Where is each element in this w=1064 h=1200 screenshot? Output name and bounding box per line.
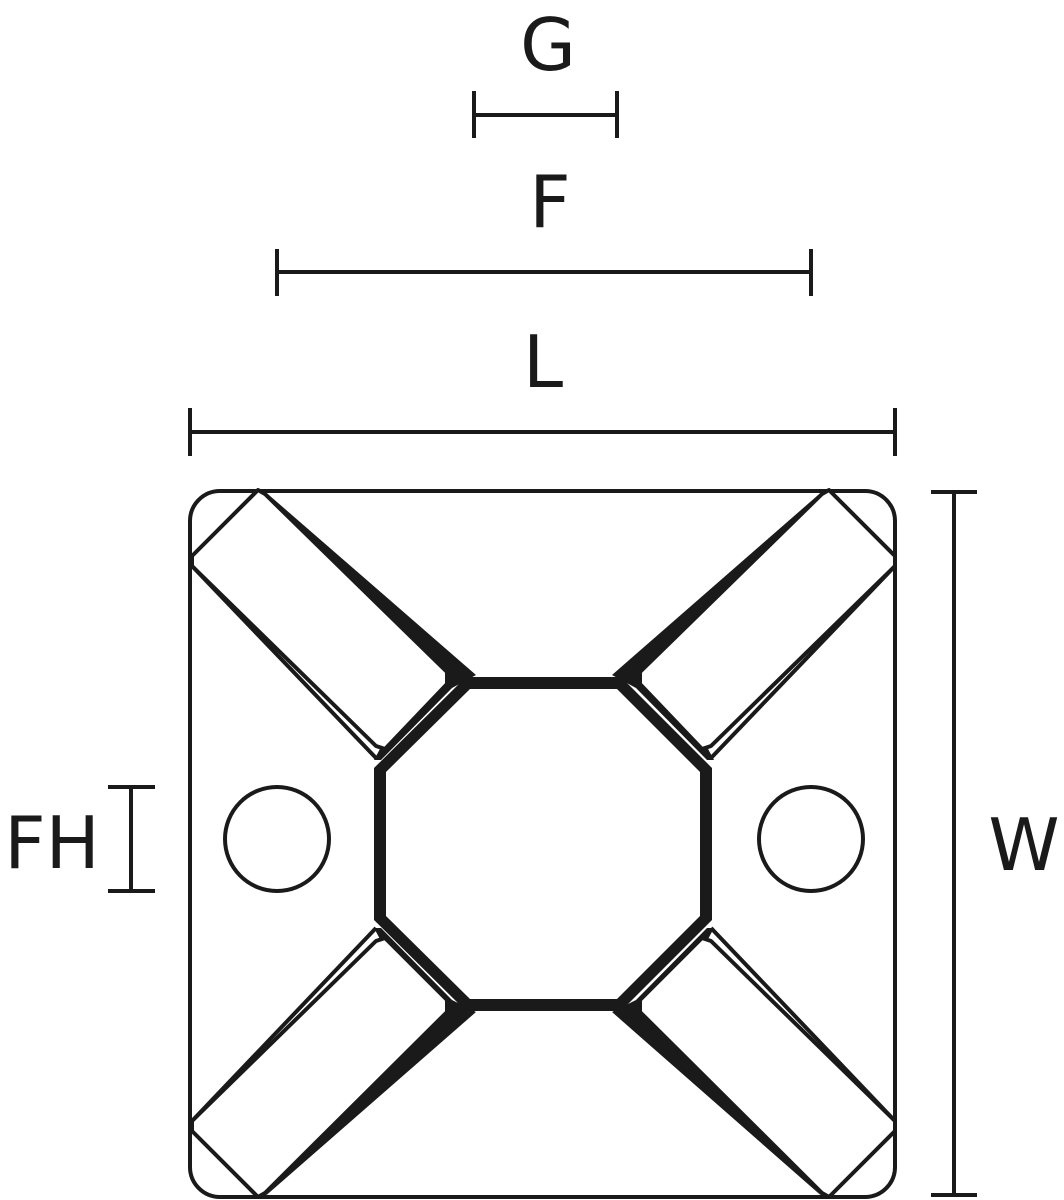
dimension-g-label: G: [520, 3, 576, 87]
dimension-f-label: F: [529, 160, 570, 244]
dimension-l: [188, 408, 897, 456]
rib-edge-bottom-right: [709, 926, 897, 1123]
dimension-w-label: W: [988, 803, 1059, 887]
dimension-w: [931, 490, 977, 1197]
rib-slot-top-left: [190, 488, 449, 751]
dimension-l-label: L: [523, 320, 563, 404]
mount-base-outline: [188, 489, 897, 1199]
dimension-fh: [108, 785, 155, 893]
fixing-hole-right: [757, 785, 865, 893]
central-octagon-inner: [386, 689, 700, 999]
dimension-f: [275, 249, 813, 296]
rib-slots: [190, 488, 897, 1199]
rib-slot-top-right: [638, 488, 897, 751]
fixing-hole-left: [223, 785, 331, 893]
rib-edge-top-left: [190, 564, 378, 760]
rib-edge-bottom-left: [190, 926, 378, 1123]
rib-edge-top-right: [709, 564, 897, 760]
rib-slot-bottom-left: [190, 936, 449, 1199]
rib-outer-edges: [190, 564, 897, 1123]
dimension-g: [472, 91, 619, 138]
rib-slot-bottom-right: [638, 936, 897, 1199]
central-octagon: [374, 677, 712, 1011]
dimension-fh-label: FH: [4, 801, 100, 885]
